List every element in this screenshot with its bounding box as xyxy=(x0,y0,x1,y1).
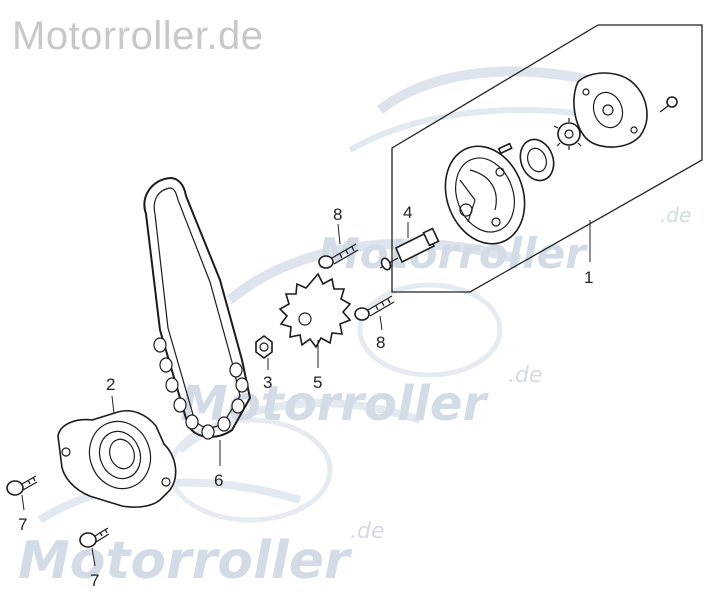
callout-2: 2 xyxy=(106,375,115,394)
cover-screw xyxy=(659,96,678,113)
watermark-logo-group: Motorroller .de Motorroller .de Motorrol… xyxy=(18,66,691,591)
callout-4: 4 xyxy=(403,203,412,222)
pump-drive-shaft xyxy=(379,227,440,271)
pump-cover xyxy=(573,72,648,148)
watermark-logo-1-suffix: .de xyxy=(660,203,691,227)
leader-lines xyxy=(21,220,591,567)
watermark-logo-3-suffix: .de xyxy=(350,519,385,544)
cover-screw-bottom xyxy=(79,527,110,548)
oil-pump-body xyxy=(444,145,526,245)
assembly-outline-box xyxy=(391,24,703,293)
sprocket-nut xyxy=(255,335,273,359)
bolt-upper xyxy=(318,243,359,269)
watermark-logo-2: Motorroller xyxy=(180,376,489,432)
chain-cover xyxy=(57,410,177,508)
dowel-pin xyxy=(497,142,513,155)
drive-chain xyxy=(143,176,252,440)
callout-5: 5 xyxy=(313,373,322,392)
callout-1: 1 xyxy=(584,268,593,287)
pump-inner-rotor xyxy=(553,118,585,150)
watermark-header: Motorroller.de xyxy=(12,14,264,58)
callout-8a: 8 xyxy=(333,205,342,224)
callout-3: 3 xyxy=(263,373,272,392)
callout-7b: 7 xyxy=(90,571,99,590)
drive-sprocket xyxy=(278,272,352,349)
watermark-logo-1: Motorroller xyxy=(318,229,588,278)
watermark-logo-3: Motorroller xyxy=(18,531,353,591)
cover-screw-left xyxy=(6,475,38,496)
pump-outer-rotor xyxy=(519,138,555,182)
callout-6: 6 xyxy=(214,471,223,490)
callout-7a: 7 xyxy=(18,515,27,534)
watermark-logo-2-suffix: .de xyxy=(508,363,543,388)
bolt-lower xyxy=(354,295,395,321)
callout-8b: 8 xyxy=(376,333,385,352)
